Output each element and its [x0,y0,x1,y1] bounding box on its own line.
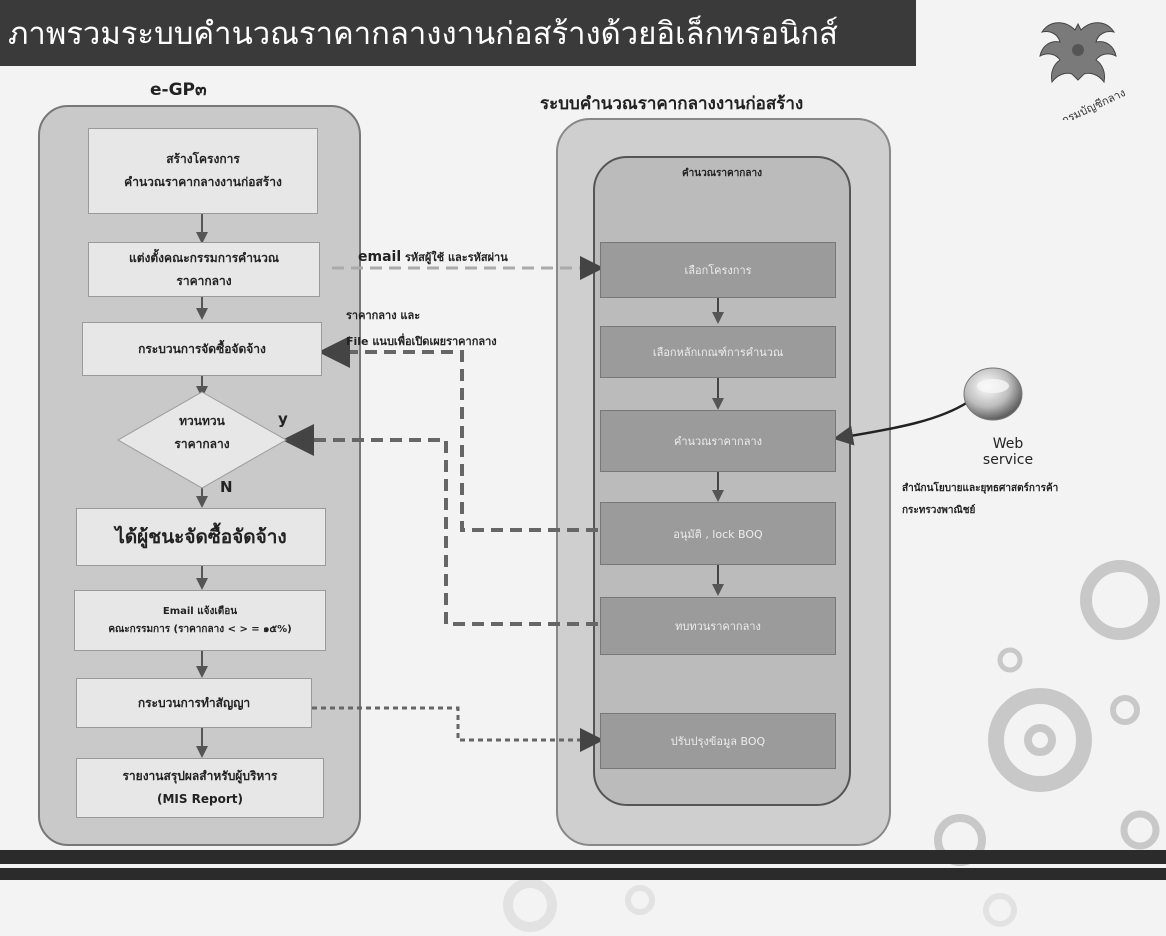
web-service-line2: service [982,452,1034,468]
create-project-box: สร้างโครงการ คำนวณราคากลางงานก่อสร้าง [88,128,318,214]
web-service-label: Web service [978,436,1038,468]
step-calculate-price-label: คำนวณราคากลาง [673,435,762,448]
web-service-org-line1: สำนักนโยบายและยุทธศาสตร์การค้า [902,483,1059,494]
step-update-boq-label: ปรับปรุงข้อมูล BOQ [670,735,766,748]
price-label-line1: ราคากลาง และ [346,309,421,322]
decision-no-label: N [220,478,233,496]
left-column-title: e-GP๓ [150,80,207,100]
mis-report-box: รายงานสรุปผลสำหรับผู้บริหาร (MIS Report) [76,758,324,818]
step-select-project-label: เลือกโครงการ [684,264,752,277]
winner-box: ได้ผู้ชนะจัดซื้อจัดจ้าง [76,508,326,566]
email-alert-line1: Email แจ้งเตือน [162,605,238,617]
web-service-connector [833,400,969,446]
web-service-line1: Web [992,436,1024,452]
report-line1: รายงานสรุปผลสำหรับผู้บริหาร [122,769,278,784]
procurement-box: กระบวนการจัดซื้อจัดจ้าง [82,322,322,376]
email-label-bold: email [358,249,402,265]
report-line2: (MIS Report) [156,792,244,806]
step-approve-lock-boq-label: อนุมัติ , lock BOQ [673,527,763,541]
garuda-emblem-icon: กรมบัญชีกลาง [1039,22,1127,120]
email-alert-line2: คณะกรรมการ (ราคากลาง < > = ๑๕%) [108,623,292,635]
bottom-band [0,850,1166,864]
calc-inner-title: คำนวณราคากลาง [681,168,762,179]
bottom-band-thin [0,868,1166,880]
create-project-line2: คำนวณราคากลางงานก่อสร้าง [124,175,282,189]
step-select-criteria-label: เลือกหลักเกณฑ์การคำนวณ [652,346,784,359]
step-review-price: ทบทวนราคากลาง [600,597,836,655]
web-service-org: สำนักนโยบายและยุทธศาสตร์การค้า กระทรวงพา… [902,478,1058,522]
review-decision-label: ทวนทวน ราคากลาง [142,410,262,456]
appoint-line1: แต่งตั้งคณะกรรมการคำนวณ [129,250,279,265]
procurement-label: กระบวนการจัดซื้อจัดจ้าง [138,341,266,356]
appoint-line2: ราคากลาง [176,273,232,288]
step-review-price-label: ทบทวนราคากลาง [675,620,761,633]
step-select-criteria: เลือกหลักเกณฑ์การคำนวณ [600,326,836,378]
step-select-project: เลือกโครงการ [600,242,836,298]
globe-icon [963,367,1023,421]
web-service-org-line2: กระทรวงพาณิชย์ [902,505,976,516]
review-decision-diamond [116,391,288,489]
contract-box: กระบวนการทำสัญญา [76,678,312,728]
dashed-connectors [282,256,604,752]
email-connector-label: email รหัสผู้ใช้ และรหัสผ่าน [358,248,508,266]
email-label-rest: รหัสผู้ใช้ และรหัสผ่าน [404,251,508,264]
right-column-title: ระบบคำนวณราคากลางงานก่อสร้าง [540,94,804,114]
price-label-line2: File แนบเพื่อเปิดเผยราคากลาง [346,335,497,348]
appoint-committee-box: แต่งตั้งคณะกรรมการคำนวณ ราคากลาง [88,242,320,297]
decision-yes-label: y [278,410,288,428]
review-line1: ทวนทวน [179,414,225,428]
step-approve-lock-boq: อนุมัติ , lock BOQ [600,502,836,565]
review-line2: ราคากลาง [174,436,230,451]
winner-label: ได้ผู้ชนะจัดซื้อจัดจ้าง [115,525,287,548]
page-title: ภาพรวมระบบคำนวณราคากลางงานก่อสร้างด้วยอิ… [8,16,838,52]
create-project-line1: สร้างโครงการ [166,152,240,167]
contract-label: กระบวนการทำสัญญา [137,695,251,710]
step-update-boq: ปรับปรุงข้อมูล BOQ [600,713,836,769]
email-alert-box: Email แจ้งเตือน คณะกรรมการ (ราคากลาง < >… [74,590,326,651]
title-bar [0,0,916,66]
step-calculate-price: คำนวณราคากลาง [600,410,836,472]
